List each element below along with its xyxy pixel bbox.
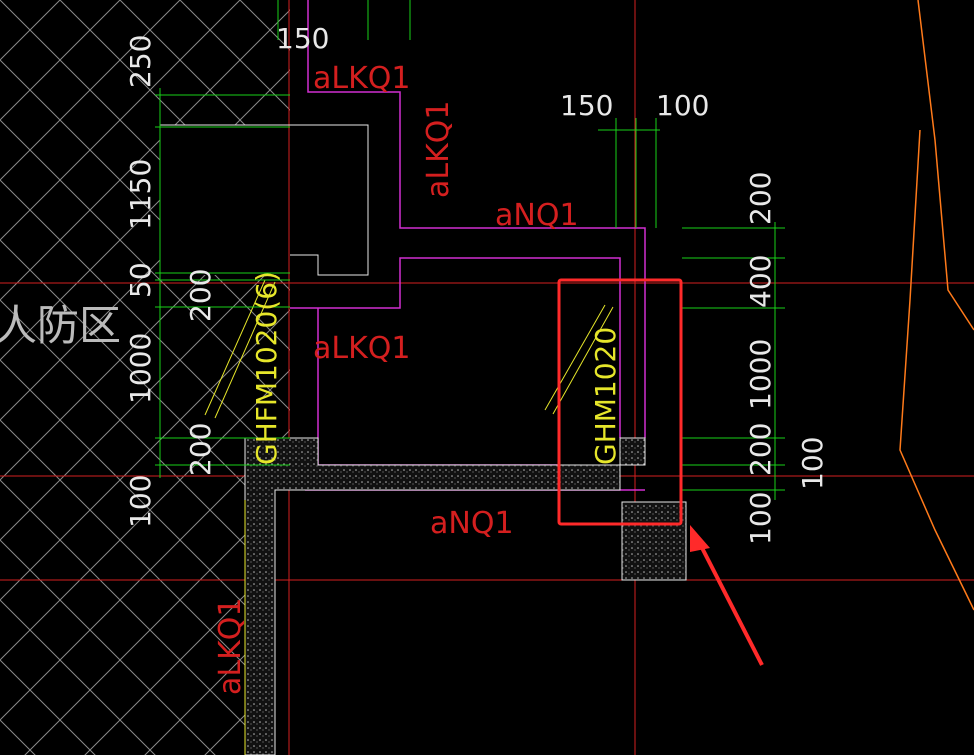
door-label-right: GHM1020 xyxy=(589,327,622,465)
dim-right-200b: 200 xyxy=(744,423,777,476)
dim-right-200a: 200 xyxy=(744,172,777,225)
zone-label: 人防区 xyxy=(0,301,121,350)
dim-top-100: 100 xyxy=(656,89,709,122)
dim-left-50: 50 xyxy=(124,262,157,298)
dim-left-250: 250 xyxy=(124,35,157,88)
wall-label-anq1-upper: aNQ1 xyxy=(495,198,579,233)
concrete-walls xyxy=(244,437,687,755)
dim-left-200a: 200 xyxy=(184,269,217,322)
pointer-arrow xyxy=(690,525,764,666)
wall-label-alkq1-vertical: aLKQ1 xyxy=(421,101,456,198)
door-label-left: GHFM1020(6) xyxy=(250,271,283,465)
dim-right-100a: 100 xyxy=(796,437,829,490)
dim-right-1000: 1000 xyxy=(744,339,777,410)
wall-label-alkq1-top: aLKQ1 xyxy=(313,61,410,96)
wall-label-alkq1-mid: aLKQ1 xyxy=(313,331,410,366)
wall-label-alkq1-bottom: aLKQ1 xyxy=(213,598,248,695)
wall-label-anq1-lower: aNQ1 xyxy=(430,506,514,541)
dim-left-1150: 1150 xyxy=(124,159,157,230)
dimension-lines xyxy=(155,0,785,500)
door-lines xyxy=(204,279,614,755)
dim-right-400: 400 xyxy=(744,255,777,308)
dim-left-1000: 1000 xyxy=(124,333,157,404)
room-outline xyxy=(160,124,369,276)
highlight-box xyxy=(557,278,683,526)
dim-top-150-b: 150 xyxy=(560,89,613,122)
dim-left-200b: 200 xyxy=(184,423,217,476)
zone-hatch xyxy=(0,0,368,755)
dim-left-100: 100 xyxy=(124,475,157,528)
dim-top-150-a: 150 xyxy=(276,22,329,55)
dim-right-100b: 100 xyxy=(744,492,777,545)
boundary-line xyxy=(899,0,974,611)
